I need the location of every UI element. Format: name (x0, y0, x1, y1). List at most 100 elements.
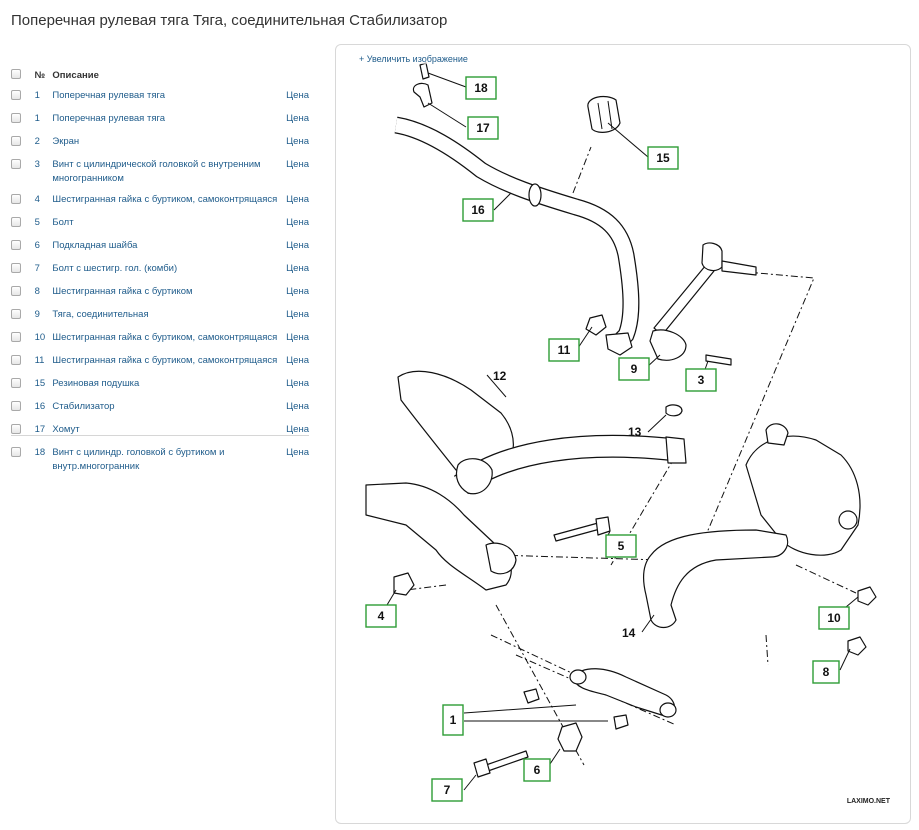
row-checkbox[interactable] (11, 378, 21, 388)
select-all-checkbox[interactable] (11, 68, 21, 79)
row-checkbox[interactable] (11, 424, 21, 434)
part-description-link[interactable]: Шестигранная гайка с буртиком, самоконтр… (52, 332, 278, 343)
row-checkbox[interactable] (11, 113, 21, 123)
part-number-link[interactable]: 17 (34, 424, 46, 435)
part-number-link[interactable]: 10 (34, 332, 46, 343)
part-number-link[interactable]: 4 (34, 194, 40, 205)
part-number-link[interactable]: 1 (34, 113, 40, 124)
row-checkbox[interactable] (11, 263, 21, 273)
price-link[interactable]: Цена (286, 263, 309, 274)
part-description-link[interactable]: Винт с цилиндрической головкой с внутрен… (52, 159, 261, 184)
part-description-link[interactable]: Винт с цилиндр. головкой с буртиком и вн… (52, 447, 225, 472)
row-checkbox[interactable] (11, 159, 21, 169)
row-checkbox[interactable] (11, 217, 21, 227)
part-number-link[interactable]: 5 (34, 217, 40, 228)
part-number-link[interactable]: 7 (34, 263, 40, 274)
row-checkbox[interactable] (11, 401, 21, 411)
row-checkbox-cell (11, 328, 35, 351)
callout-8[interactable]: 8 (812, 660, 840, 684)
callout-15[interactable]: 15 (647, 146, 679, 170)
price-link[interactable]: Цена (286, 378, 309, 389)
part-description: Хомут (52, 420, 286, 443)
part-description-link[interactable]: Экран (52, 136, 80, 147)
part-description-link[interactable]: Шестигранная гайка с буртиком, самоконтр… (52, 194, 278, 205)
callout-box-frame (818, 606, 850, 630)
part-description-link[interactable]: Шестигранная гайка с буртиком, самоконтр… (52, 355, 278, 366)
part-number: 1 (35, 109, 53, 132)
price-link[interactable]: Цена (286, 159, 309, 170)
part-label-14[interactable]: 14 (622, 626, 636, 640)
part-description-link[interactable]: Поперечная рулевая тяга (52, 113, 166, 124)
part-description-link[interactable]: Шестигранная гайка с буртиком (52, 286, 193, 297)
callout-11[interactable]: 11 (548, 338, 580, 362)
callout-box-frame (523, 758, 551, 782)
price-link[interactable]: Цена (286, 355, 309, 366)
part-label-12[interactable]: 12 (493, 369, 507, 383)
price-link[interactable]: Цена (286, 424, 309, 435)
callout-3[interactable]: 3 (685, 368, 717, 392)
callout-label: 17 (476, 121, 490, 135)
part-number-link[interactable]: 11 (34, 355, 45, 366)
callout-16[interactable]: 16 (462, 198, 494, 222)
part-number-link[interactable]: 15 (34, 378, 46, 389)
part-number-link[interactable]: 8 (34, 286, 40, 297)
table-row: 7 Болт с шестигр. гол. (комби) Цена (11, 259, 309, 282)
part-number-link[interactable]: 3 (34, 159, 40, 170)
row-checkbox[interactable] (11, 447, 21, 457)
part-number: 4 (35, 190, 53, 213)
row-checkbox[interactable] (11, 286, 21, 296)
row-checkbox-cell (11, 443, 35, 478)
price-cell: Цена (286, 109, 309, 132)
callout-10[interactable]: 10 (818, 606, 850, 630)
part-description-link[interactable]: Подкладная шайба (52, 240, 138, 251)
part-description-link[interactable]: Хомут (52, 424, 80, 435)
part-number-link[interactable]: 18 (34, 447, 46, 458)
part-number: 7 (35, 259, 53, 282)
callout-1[interactable]: 1 (442, 704, 464, 736)
part-description: Резиновая подушка (52, 374, 286, 397)
tie-rod-bushing (523, 688, 540, 704)
callout-17[interactable]: 17 (467, 116, 499, 140)
callout-18[interactable]: 18 (465, 76, 497, 100)
price-link[interactable]: Цена (286, 401, 309, 412)
row-checkbox[interactable] (11, 309, 21, 319)
part-description-link[interactable]: Поперечная рулевая тяга (52, 90, 166, 101)
callout-9[interactable]: 9 (618, 357, 650, 381)
price-link[interactable]: Цена (286, 240, 309, 251)
callout-7[interactable]: 7 (431, 778, 463, 802)
price-link[interactable]: Цена (286, 136, 309, 147)
callout-5[interactable]: 5 (605, 534, 637, 558)
part-description-link[interactable]: Стабилизатор (52, 401, 115, 412)
row-checkbox[interactable] (11, 90, 21, 100)
part-description-link[interactable]: Резиновая подушка (52, 378, 140, 389)
price-link[interactable]: Цена (286, 286, 309, 297)
zoom-image-link[interactable]: + Увеличить изображение (359, 54, 468, 64)
part-description-link[interactable]: Болт (52, 217, 74, 228)
callout-leader (427, 72, 467, 88)
part-number-link[interactable]: 9 (34, 309, 40, 320)
part-number-link[interactable]: 16 (34, 401, 46, 412)
price-link[interactable]: Цена (286, 194, 309, 205)
part-description-link[interactable]: Тяга, соединительная (52, 309, 149, 320)
price-link[interactable]: Цена (286, 447, 309, 458)
callout-label: 4 (378, 609, 385, 623)
price-link[interactable]: Цена (286, 309, 309, 320)
price-link[interactable]: Цена (286, 217, 309, 228)
part-description-link[interactable]: Болт с шестигр. гол. (комби) (52, 263, 178, 274)
callout-4[interactable]: 4 (365, 604, 397, 628)
callout-6[interactable]: 6 (523, 758, 551, 782)
part-number-link[interactable]: 1 (34, 90, 40, 101)
price-link[interactable]: Цена (286, 332, 309, 343)
row-checkbox[interactable] (11, 136, 21, 146)
row-checkbox[interactable] (11, 355, 21, 365)
callout-box-frame (462, 198, 494, 222)
row-checkbox[interactable] (11, 332, 21, 342)
callout-box-frame (365, 604, 397, 628)
price-link[interactable]: Цена (286, 113, 309, 124)
price-link[interactable]: Цена (286, 90, 309, 101)
part-number-link[interactable]: 2 (34, 136, 40, 147)
part-label-13[interactable]: 13 (628, 425, 642, 439)
row-checkbox[interactable] (11, 240, 21, 250)
part-number-link[interactable]: 6 (34, 240, 40, 251)
row-checkbox[interactable] (11, 194, 21, 204)
